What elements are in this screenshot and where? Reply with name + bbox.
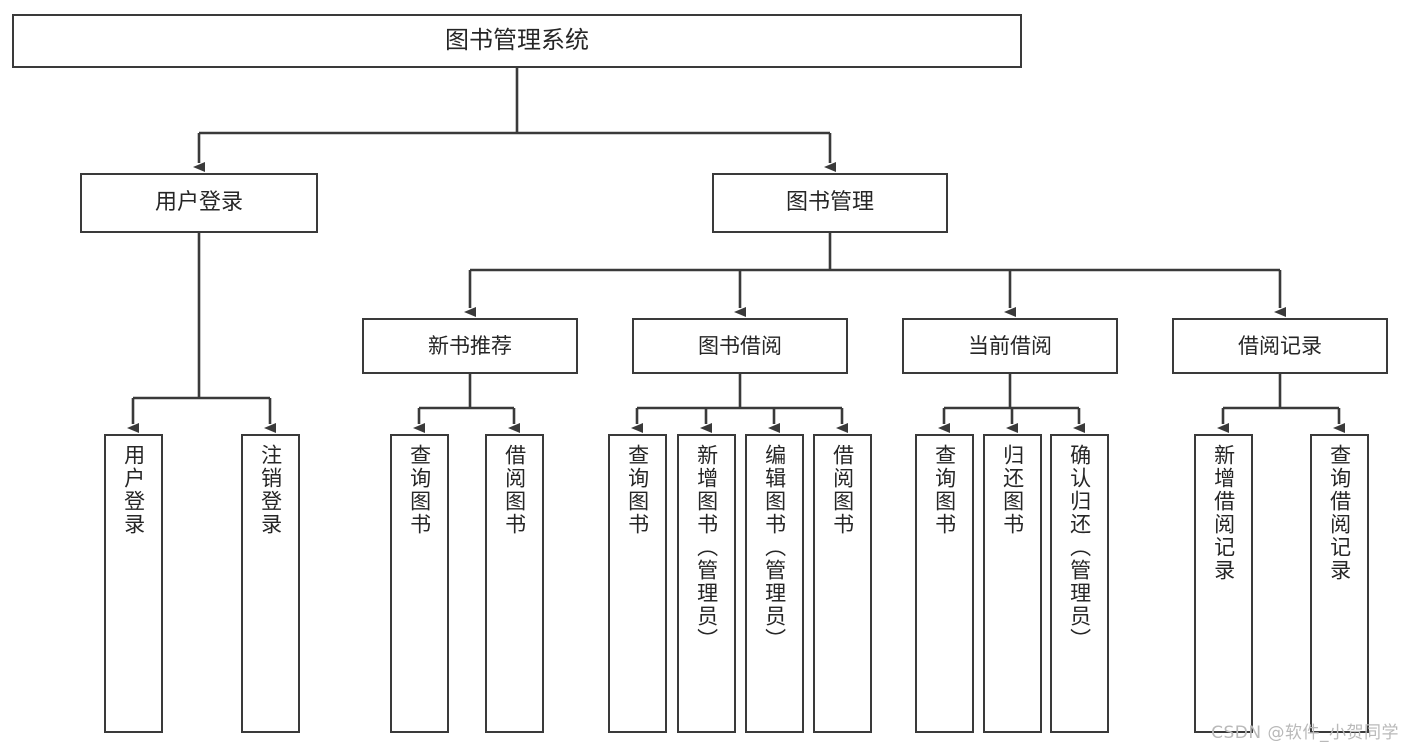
node-book-manage[interactable]: 图书管理 xyxy=(712,173,948,233)
csdn-watermark: CSDN @软件_小贺同学 xyxy=(1211,723,1399,743)
node-label: 查询图书 xyxy=(932,444,957,536)
node-label: 用户登录 xyxy=(154,190,243,216)
node-label: 借阅图书 xyxy=(830,444,855,536)
node-label: 用户登录 xyxy=(121,444,146,536)
node-leaf-query-book-current[interactable]: 查询图书 xyxy=(915,434,974,733)
node-leaf-user-login[interactable]: 用户登录 xyxy=(104,434,163,733)
node-label: 确认归还（管理员） xyxy=(1067,444,1092,651)
node-leaf-query-book-rec[interactable]: 查询图书 xyxy=(390,434,449,733)
node-label: 注销登录 xyxy=(258,444,283,536)
node-leaf-add-borrow-record[interactable]: 新增借阅记录 xyxy=(1194,434,1253,733)
node-label: 图书管理 xyxy=(785,190,874,216)
node-label: 新增借阅记录 xyxy=(1211,444,1236,582)
node-root-system[interactable]: 图书管理系统 xyxy=(12,14,1022,68)
node-current-borrow[interactable]: 当前借阅 xyxy=(902,318,1118,374)
node-leaf-user-logout[interactable]: 注销登录 xyxy=(241,434,300,733)
node-label: 借阅图书 xyxy=(502,444,527,536)
node-leaf-borrow-book[interactable]: 借阅图书 xyxy=(813,434,872,733)
node-label: 查询图书 xyxy=(625,444,650,536)
node-leaf-borrow-book-rec[interactable]: 借阅图书 xyxy=(485,434,544,733)
node-label: 图书借阅 xyxy=(698,333,782,358)
node-label: 借阅记录 xyxy=(1238,333,1322,358)
node-leaf-query-borrow-record[interactable]: 查询借阅记录 xyxy=(1310,434,1369,733)
node-user-login[interactable]: 用户登录 xyxy=(80,173,318,233)
node-leaf-add-book-admin[interactable]: 新增图书（管理员） xyxy=(677,434,736,733)
node-label: 图书管理系统 xyxy=(445,26,589,55)
node-leaf-edit-book-admin[interactable]: 编辑图书（管理员） xyxy=(745,434,804,733)
node-new-book-rec[interactable]: 新书推荐 xyxy=(362,318,578,374)
node-label: 新增图书（管理员） xyxy=(694,444,719,651)
node-leaf-query-book-borrow[interactable]: 查询图书 xyxy=(608,434,667,733)
node-label: 查询借阅记录 xyxy=(1327,444,1352,582)
node-label: 查询图书 xyxy=(407,444,432,536)
node-label: 归还图书 xyxy=(1000,444,1025,536)
node-leaf-confirm-return-admin[interactable]: 确认归还（管理员） xyxy=(1050,434,1109,733)
node-book-borrow[interactable]: 图书借阅 xyxy=(632,318,848,374)
node-label: 编辑图书（管理员） xyxy=(762,444,787,651)
node-label: 当前借阅 xyxy=(968,333,1052,358)
node-borrow-record[interactable]: 借阅记录 xyxy=(1172,318,1388,374)
node-label: 新书推荐 xyxy=(428,333,512,358)
node-leaf-return-book[interactable]: 归还图书 xyxy=(983,434,1042,733)
